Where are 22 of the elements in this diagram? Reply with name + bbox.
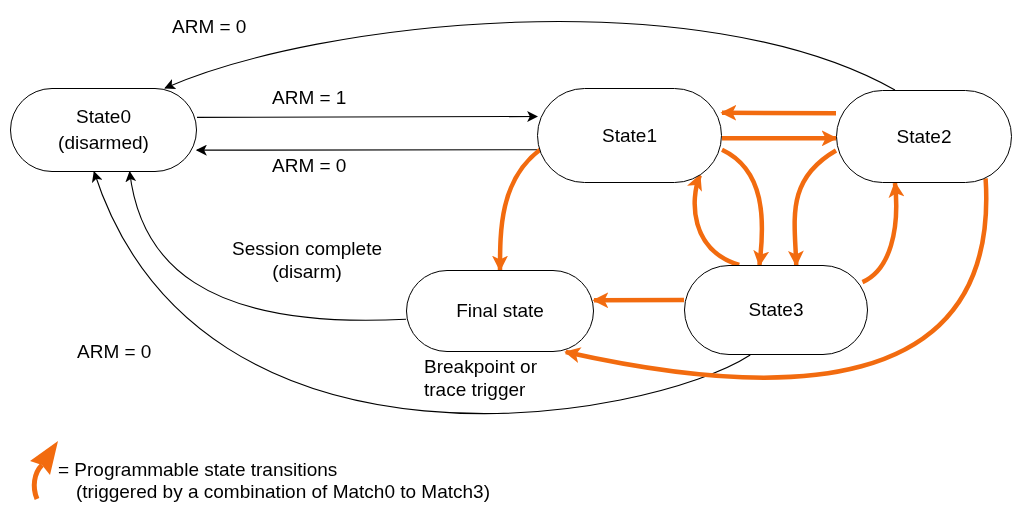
transition-arrow bbox=[787, 148, 838, 267]
arrow bbox=[93, 171, 751, 414]
transition-arrow bbox=[492, 148, 542, 272]
state-note: Breakpoint or trace trigger bbox=[424, 356, 538, 402]
arrow bbox=[196, 111, 539, 123]
arrow bbox=[195, 144, 538, 156]
transition-arrow bbox=[722, 130, 838, 147]
state-name: State1 bbox=[601, 123, 658, 148]
state-name: State3 bbox=[747, 298, 805, 323]
state-name: State2 bbox=[895, 124, 953, 149]
transition-arrow bbox=[592, 292, 684, 309]
transition-arrow bbox=[720, 147, 769, 267]
transition-arrow bbox=[564, 178, 988, 380]
state-name: State0 (disarmed) bbox=[57, 105, 150, 155]
legend-note: (triggered by a combination of Match0 to Match3) bbox=[76, 481, 490, 504]
transition-arrow bbox=[720, 104, 836, 121]
legend-text: = Programmable state transitions bbox=[58, 459, 338, 482]
arrow bbox=[164, 21, 896, 91]
state-pill bbox=[684, 265, 868, 355]
state-name: Final state bbox=[455, 299, 545, 324]
transition-arrow bbox=[861, 181, 905, 285]
arrow bbox=[125, 170, 407, 321]
